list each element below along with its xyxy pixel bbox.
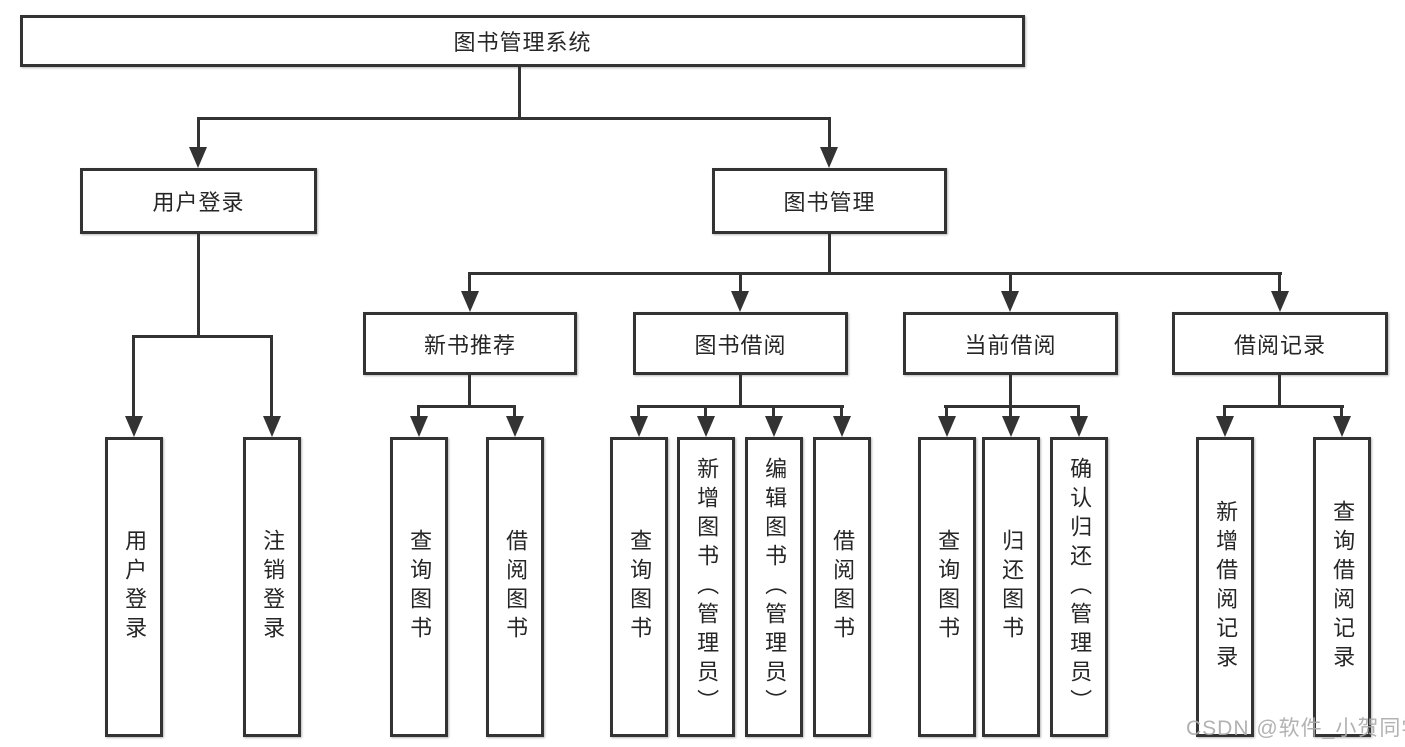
arrowhead-icon — [1070, 416, 1088, 437]
leaf-borrow-books: 借阅图书 — [813, 437, 871, 737]
leaf-label: 借阅图书 — [830, 529, 856, 645]
connector-drop-book-mgmt — [828, 117, 831, 150]
connector-login-stub — [197, 234, 200, 335]
leaf-label: 注销登录 — [260, 529, 286, 645]
connector-drop-borrow — [739, 272, 742, 294]
arrowhead-icon — [833, 416, 851, 437]
node-book-borrowing: 图书借阅 — [633, 312, 848, 375]
node-borrowing-records: 借阅记录 — [1172, 312, 1388, 375]
connector-records-bar — [1223, 405, 1344, 408]
leaf-query-borrow-record: 查询借阅记录 — [1313, 437, 1371, 737]
arrowhead-icon — [765, 416, 783, 437]
arrowhead-icon — [125, 416, 143, 437]
arrowhead-icon — [938, 416, 956, 437]
connector-drop-leaf — [513, 405, 516, 422]
connector-records-stub — [1278, 375, 1281, 405]
arrowhead-icon — [410, 416, 428, 437]
leaf-label: 用户登录 — [122, 529, 148, 645]
arrowhead-icon — [263, 416, 281, 437]
connector-root-stub — [518, 67, 521, 117]
arrowhead-icon — [1271, 291, 1289, 312]
arrowhead-icon — [1001, 291, 1019, 312]
node-current-borrowing: 当前借阅 — [903, 312, 1118, 375]
node-user-login: 用户登录 — [80, 168, 317, 234]
node-label: 图书管理 — [783, 190, 876, 215]
arrowhead-icon — [1002, 416, 1020, 437]
leaf-return-books: 归还图书 — [982, 437, 1040, 737]
node-new-book-recommend: 新书推荐 — [363, 312, 577, 375]
leaf-label: 查询图书 — [627, 529, 653, 645]
leaf-label: 查询图书 — [935, 529, 961, 645]
node-label: 图书借阅 — [694, 332, 787, 358]
leaf-label: 借阅图书 — [503, 529, 529, 645]
connector-drop-current — [1009, 272, 1012, 294]
arrowhead-icon — [461, 291, 479, 312]
leaf-label: 查询借阅记录 — [1330, 500, 1356, 674]
leaf-query-books-borrow: 查询图书 — [610, 437, 668, 737]
leaf-edit-books-admin: 编辑图书（管理员） — [745, 437, 803, 737]
connector-current-stub — [1009, 375, 1012, 405]
connector-borrow-bar — [637, 405, 844, 408]
leaf-logout: 注销登录 — [243, 437, 301, 737]
connector-drop-records — [1278, 272, 1281, 294]
node-label: 当前借阅 — [964, 332, 1057, 358]
connector-borrow-stub — [739, 375, 742, 405]
arrowhead-icon — [506, 416, 524, 437]
connector-drop-recommend — [468, 272, 471, 294]
connector-recommend-bar — [417, 405, 516, 408]
leaf-add-books-admin: 新增图书（管理员） — [677, 437, 735, 737]
connector-current-bar — [944, 405, 1080, 408]
connector-drop-leaf — [840, 405, 843, 422]
connector-drop-leaf — [1340, 405, 1343, 422]
node-label: 借阅记录 — [1233, 332, 1326, 358]
node-book-management: 图书管理 — [712, 168, 947, 234]
csdn-watermark: CSDN @软件_小贺同学 — [1186, 717, 1405, 740]
connector-drop-leaf — [704, 405, 707, 422]
connector-drop-leaf — [1009, 405, 1012, 422]
leaf-query-books-recommend: 查询图书 — [390, 437, 448, 737]
node-label: 图书管理系统 — [453, 30, 592, 55]
leaf-label: 归还图书 — [999, 529, 1025, 645]
connector-level3-bar — [468, 272, 1282, 275]
leaf-label: 确认归还（管理员） — [1067, 456, 1093, 718]
connector-drop-leaf — [945, 405, 948, 422]
node-label: 用户登录 — [152, 190, 245, 215]
connector-drop-leaf — [417, 405, 420, 422]
arrowhead-icon — [820, 147, 838, 168]
connector-login-bar — [132, 335, 273, 338]
connector-bookmgmt-stub — [828, 234, 831, 272]
connector-drop-leaf — [637, 405, 640, 422]
connector-recommend-stub — [468, 375, 471, 405]
arrowhead-icon — [697, 416, 715, 437]
leaf-user-login: 用户登录 — [105, 437, 163, 737]
connector-drop-leaf — [132, 335, 135, 420]
leaf-confirm-return-admin: 确认归还（管理员） — [1050, 437, 1108, 737]
connector-drop-leaf — [1223, 405, 1226, 422]
arrowhead-icon — [630, 416, 648, 437]
leaf-label: 查询图书 — [407, 529, 433, 645]
connector-level2-bar — [197, 117, 831, 120]
node-label: 新书推荐 — [423, 332, 516, 358]
connector-drop-leaf — [772, 405, 775, 422]
connector-drop-user-login — [197, 117, 200, 150]
leaf-label: 编辑图书（管理员） — [762, 456, 788, 718]
leaf-borrow-books-recommend: 借阅图书 — [486, 437, 544, 737]
leaf-label: 新增借阅记录 — [1213, 500, 1239, 674]
arrowhead-icon — [731, 291, 749, 312]
leaf-add-borrow-record: 新增借阅记录 — [1196, 437, 1254, 737]
arrowhead-icon — [1216, 416, 1234, 437]
node-library-management-system: 图书管理系统 — [20, 15, 1025, 67]
leaf-label: 新增图书（管理员） — [694, 456, 720, 718]
connector-drop-leaf — [270, 335, 273, 420]
arrowhead-icon — [189, 147, 207, 168]
leaf-query-books-current: 查询图书 — [918, 437, 976, 737]
arrowhead-icon — [1333, 416, 1351, 437]
connector-drop-leaf — [1077, 405, 1080, 422]
